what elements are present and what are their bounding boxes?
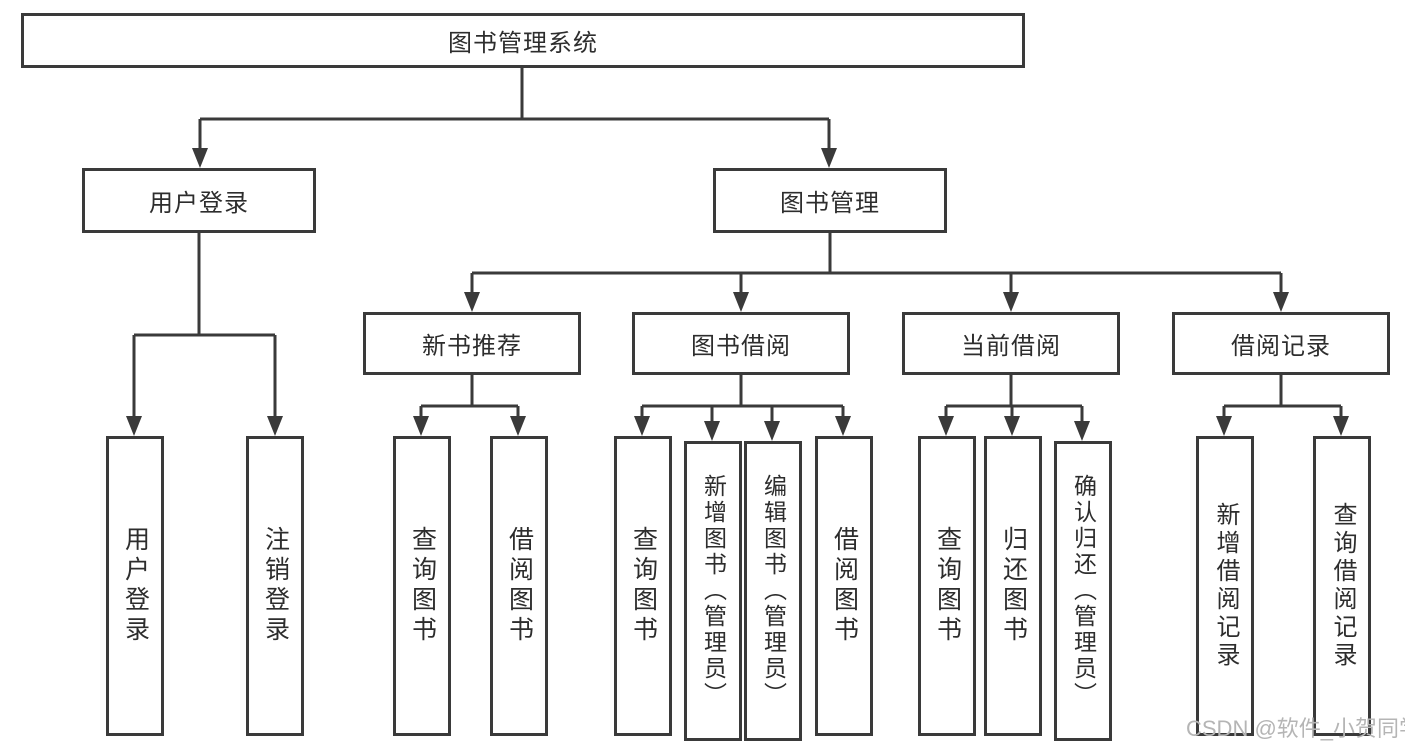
leaf-cb-return-books-label: 归还图书 bbox=[999, 526, 1028, 646]
leaf-bb-add-books: 新增图书（管理员） bbox=[684, 441, 742, 741]
node-user-login-label: 用户登录 bbox=[149, 190, 249, 217]
leaf-cb-confirm-return: 确认归还（管理员） bbox=[1054, 441, 1112, 741]
node-root-label: 图书管理系统 bbox=[448, 30, 598, 57]
leaf-bb-edit-books-label: 编辑图书（管理员） bbox=[760, 474, 787, 708]
leaf-br-add-record: 新增借阅记录 bbox=[1196, 436, 1254, 736]
leaf-cb-query-books: 查询图书 bbox=[918, 436, 976, 736]
node-book-borrow-label: 图书借阅 bbox=[691, 333, 791, 360]
leaf-bb-query-books-label: 查询图书 bbox=[629, 526, 658, 646]
leaf-br-query-record-label: 查询借阅记录 bbox=[1329, 502, 1356, 670]
node-book-mgmt-label: 图书管理 bbox=[780, 190, 880, 217]
node-current-borrow-label: 当前借阅 bbox=[961, 333, 1061, 360]
node-root: 图书管理系统 bbox=[21, 13, 1025, 68]
leaf-cb-return-books: 归还图书 bbox=[984, 436, 1042, 736]
leaf-br-query-record: 查询借阅记录 bbox=[1313, 436, 1371, 736]
leaf-cb-confirm-return-label: 确认归还（管理员） bbox=[1070, 474, 1097, 708]
node-user-login: 用户登录 bbox=[82, 168, 316, 233]
leaf-bb-borrow-books: 借阅图书 bbox=[815, 436, 873, 736]
node-new-book-recommend-label: 新书推荐 bbox=[422, 333, 522, 360]
node-book-borrow: 图书借阅 bbox=[632, 312, 850, 375]
node-current-borrow: 当前借阅 bbox=[902, 312, 1120, 375]
leaf-bb-edit-books: 编辑图书（管理员） bbox=[744, 441, 802, 741]
node-borrow-records-label: 借阅记录 bbox=[1231, 333, 1331, 360]
leaf-user-login-label: 用户登录 bbox=[121, 526, 150, 646]
node-borrow-records: 借阅记录 bbox=[1172, 312, 1390, 375]
leaf-cb-query-books-label: 查询图书 bbox=[933, 526, 962, 646]
leaf-user-login: 用户登录 bbox=[106, 436, 164, 736]
node-new-book-recommend: 新书推荐 bbox=[363, 312, 581, 375]
leaf-nb-borrow-books: 借阅图书 bbox=[490, 436, 548, 736]
node-book-mgmt: 图书管理 bbox=[713, 168, 947, 233]
csdn-watermark: CSDN @软件_小贺同学 bbox=[1186, 716, 1405, 741]
leaf-logout: 注销登录 bbox=[246, 436, 304, 736]
leaf-bb-query-books: 查询图书 bbox=[614, 436, 672, 736]
leaf-logout-label: 注销登录 bbox=[261, 526, 290, 646]
leaf-nb-query-books: 查询图书 bbox=[393, 436, 451, 736]
leaf-bb-add-books-label: 新增图书（管理员） bbox=[700, 474, 727, 708]
leaf-nb-query-books-label: 查询图书 bbox=[408, 526, 437, 646]
leaf-nb-borrow-books-label: 借阅图书 bbox=[505, 526, 534, 646]
leaf-br-add-record-label: 新增借阅记录 bbox=[1212, 502, 1239, 670]
leaf-bb-borrow-books-label: 借阅图书 bbox=[830, 526, 859, 646]
